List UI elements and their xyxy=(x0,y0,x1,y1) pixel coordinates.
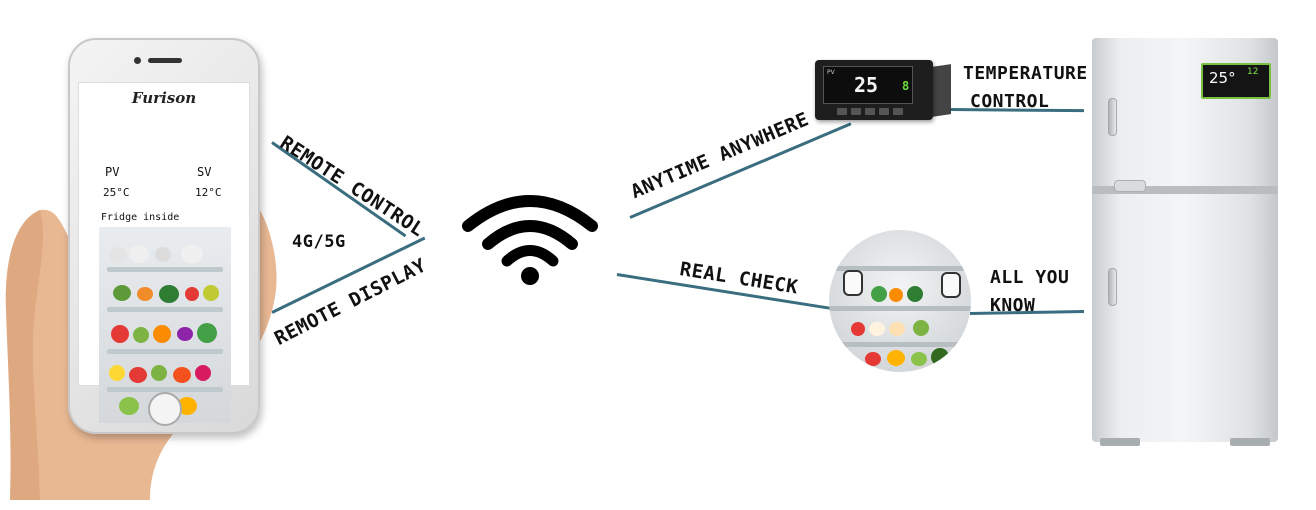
controller-button[interactable] xyxy=(865,108,875,115)
label-remote-control: REMOTE CONTROL xyxy=(276,131,429,242)
label-network: 4G/5G xyxy=(292,232,346,252)
home-button[interactable] xyxy=(148,392,182,426)
fridge-sv-display: 12 xyxy=(1247,67,1259,77)
upper-door-handle xyxy=(1108,98,1117,136)
sv-value: 12°C xyxy=(195,186,222,199)
controller-pv-label: PV xyxy=(827,69,835,76)
controller-pv-display: 25 xyxy=(854,73,879,97)
label-temperature: TEMPERATURE xyxy=(963,63,1088,84)
fridge-pv-display: 25° xyxy=(1209,69,1236,87)
brand-logo: Furison xyxy=(131,89,197,107)
controller-sv-display: 8 xyxy=(902,79,910,93)
wifi-icon xyxy=(462,195,598,285)
speaker-icon xyxy=(148,58,182,63)
controller-button[interactable] xyxy=(893,108,903,115)
pv-label: PV xyxy=(105,165,120,179)
camera-icon xyxy=(134,57,141,64)
label-know: KNOW xyxy=(990,295,1036,316)
sv-label: SV xyxy=(197,165,212,179)
fridge-inside-photo xyxy=(99,227,231,423)
controller-display: PV 25 8 xyxy=(823,66,913,104)
camera-view xyxy=(829,230,971,372)
refrigerator: 25° 12 xyxy=(1092,38,1280,448)
controller-button[interactable] xyxy=(837,108,847,115)
controller-button[interactable] xyxy=(851,108,861,115)
controller-button[interactable] xyxy=(879,108,889,115)
phone-screen: Furison PV SV 25°C 12°C Fridge inside xyxy=(78,82,250,423)
label-all-you: ALL YOU xyxy=(990,267,1070,288)
label-control: CONTROL xyxy=(970,91,1050,112)
temperature-controller: PV 25 8 xyxy=(815,56,951,126)
label-anytime-anywhere: ANYTIME ANYWHERE xyxy=(627,108,813,204)
fridge-inside-label: Fridge inside xyxy=(101,212,180,223)
pv-value: 25°C xyxy=(103,186,130,199)
smartphone: Furison PV SV 25°C 12°C Fridge inside xyxy=(68,38,260,434)
fridge-display: 25° 12 xyxy=(1201,63,1271,99)
lower-door-handle xyxy=(1108,268,1117,306)
